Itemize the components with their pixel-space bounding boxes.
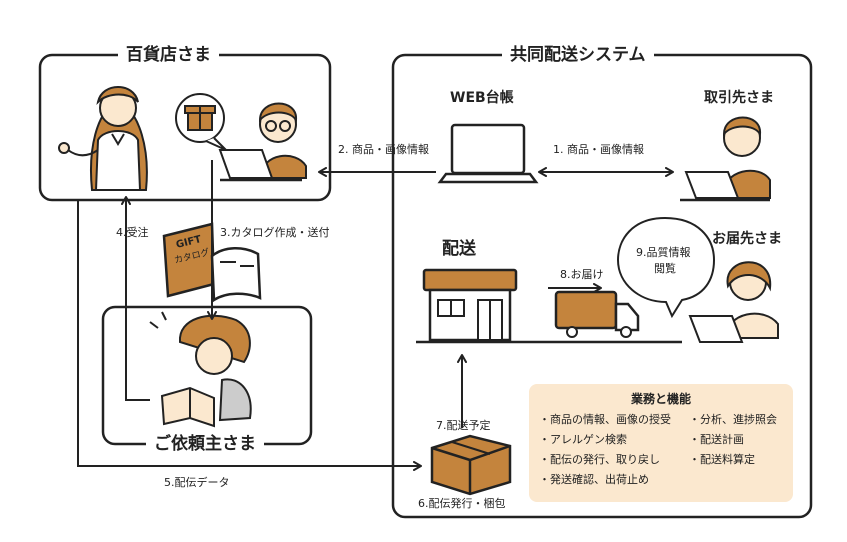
web-ledger-title: WEB台帳 (450, 90, 514, 106)
step-8-label: 8.お届け (560, 268, 604, 281)
features-panel: 業務と機能 ・商品の情報、画像の授受 ・アレルゲン検索 ・配伝の発行、取り戻し … (529, 384, 793, 502)
step-9-label-line2: 閲覧 (654, 262, 676, 275)
step-1-label: 1. 商品・画像情報 (553, 143, 644, 156)
features-title: 業務と機能 (630, 392, 691, 406)
delivery-store-icon (422, 268, 518, 342)
quality-info-bubble (616, 216, 716, 319)
gift-icon (175, 93, 227, 151)
feature-item: ・配送料算定 (689, 453, 755, 466)
laptop-icon (437, 123, 539, 184)
delivery-title: 配送 (442, 239, 476, 259)
system-title: 共同配送システム (502, 44, 654, 66)
store-staff-illustration (58, 86, 148, 191)
features-right-list: ・分析、進捗照会 ・配送計画 ・配送料算定 (689, 410, 777, 470)
store-clerk-illustration (218, 102, 307, 182)
client-title: ご依頼主さま (146, 433, 264, 455)
arrow-step-5 (77, 200, 422, 471)
feature-item: ・配伝の発行、取り戻し (539, 453, 660, 466)
arrow-step-4 (121, 196, 150, 401)
step-7-label: 7.配送予定 (436, 419, 491, 432)
package-box-icon (430, 434, 512, 496)
step-6-label: 6.配伝発行・梱包 (418, 497, 506, 510)
supplier-title: 取引先さま (704, 90, 774, 106)
step-2-label: 2. 商品・画像情報 (338, 143, 429, 156)
recipient-illustration (688, 261, 779, 343)
catalog-book-icon (162, 222, 262, 303)
step-5-label: 5.配伝データ (164, 476, 230, 489)
feature-item: ・商品の情報、画像の授受 (539, 413, 671, 426)
feature-item: ・分析、進捗照会 (689, 413, 777, 426)
recipient-title: お届先さま (712, 231, 782, 247)
step-4-label: 4.受注 (116, 226, 149, 239)
step-9-label-line1: 9.品質情報 (636, 246, 691, 259)
supplier-illustration (680, 116, 771, 202)
client-illustration (149, 311, 252, 428)
features-left-list: ・商品の情報、画像の授受 ・アレルゲン検索 ・配伝の発行、取り戻し ・発送確認、… (539, 410, 671, 490)
truck-icon (554, 290, 640, 338)
feature-item: ・発送確認、出荷止め (539, 473, 649, 486)
department-store-title: 百貨店さま (118, 44, 219, 66)
feature-item: ・アレルゲン検索 (539, 433, 627, 446)
step-3-label: 3.カタログ作成・送付 (220, 226, 330, 239)
feature-item: ・配送計画 (689, 433, 744, 446)
